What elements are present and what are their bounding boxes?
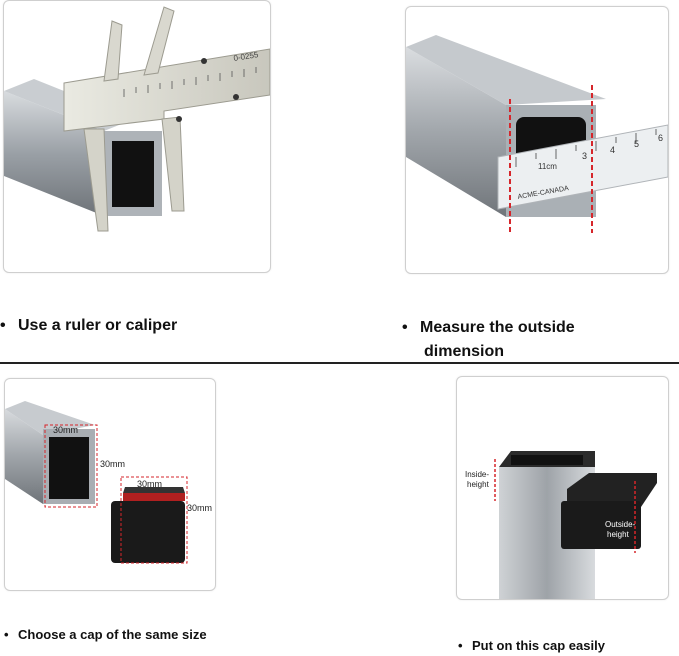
- outside-height-label-2: height: [607, 530, 630, 539]
- bullet-icon: •: [4, 627, 9, 642]
- tube-width-label: 30mm: [53, 425, 78, 435]
- tube-height-label: 30mm: [100, 459, 125, 469]
- step-4-caption: •Put on this cap easily: [458, 638, 605, 653]
- ruler-tick-5: 5: [634, 139, 639, 149]
- inside-height-label: Inside-: [465, 470, 489, 479]
- cap-size-illustration: 30mm 30mm 30mm 30mm: [5, 401, 212, 564]
- bullet-icon: •: [458, 638, 463, 653]
- cap-width-label: 30mm: [137, 479, 162, 489]
- outside-height-label: Outside-: [605, 520, 636, 529]
- ruler-tick-6: 6: [658, 133, 663, 143]
- bullet-icon: •: [0, 317, 6, 334]
- inside-height-label-2: height: [467, 480, 490, 489]
- cap-size-image-panel: 30mm 30mm 30mm 30mm: [4, 378, 216, 591]
- step-2-caption: •Measure the outside dimension: [402, 316, 662, 364]
- section-divider: [0, 362, 679, 364]
- caliper-range-label: 0-0255: [233, 50, 260, 63]
- caliper-image-panel: 0-0255: [3, 0, 271, 273]
- cap-fit-illustration: Inside- height Outside- height: [465, 451, 657, 599]
- step-3-caption: •Choose a cap of the same size: [4, 627, 207, 642]
- bullet-icon: •: [402, 319, 408, 336]
- ruler-tick-4: 4: [610, 145, 615, 155]
- ruler-illustration: 11cm ACME-CANADA 3 4 5 6: [406, 35, 668, 233]
- step-1-caption: •Use a ruler or caliper: [0, 314, 177, 338]
- ruler-image-panel: 11cm ACME-CANADA 3 4 5 6: [405, 6, 669, 274]
- ruler-tick-3: 3: [582, 151, 587, 161]
- ruler-unit-label: 11cm: [538, 162, 557, 171]
- cap-height-label: 30mm: [187, 503, 212, 513]
- cap-fit-image-panel: Inside- height Outside- height: [456, 376, 669, 600]
- caliper-illustration: 0-0255: [4, 6, 270, 232]
